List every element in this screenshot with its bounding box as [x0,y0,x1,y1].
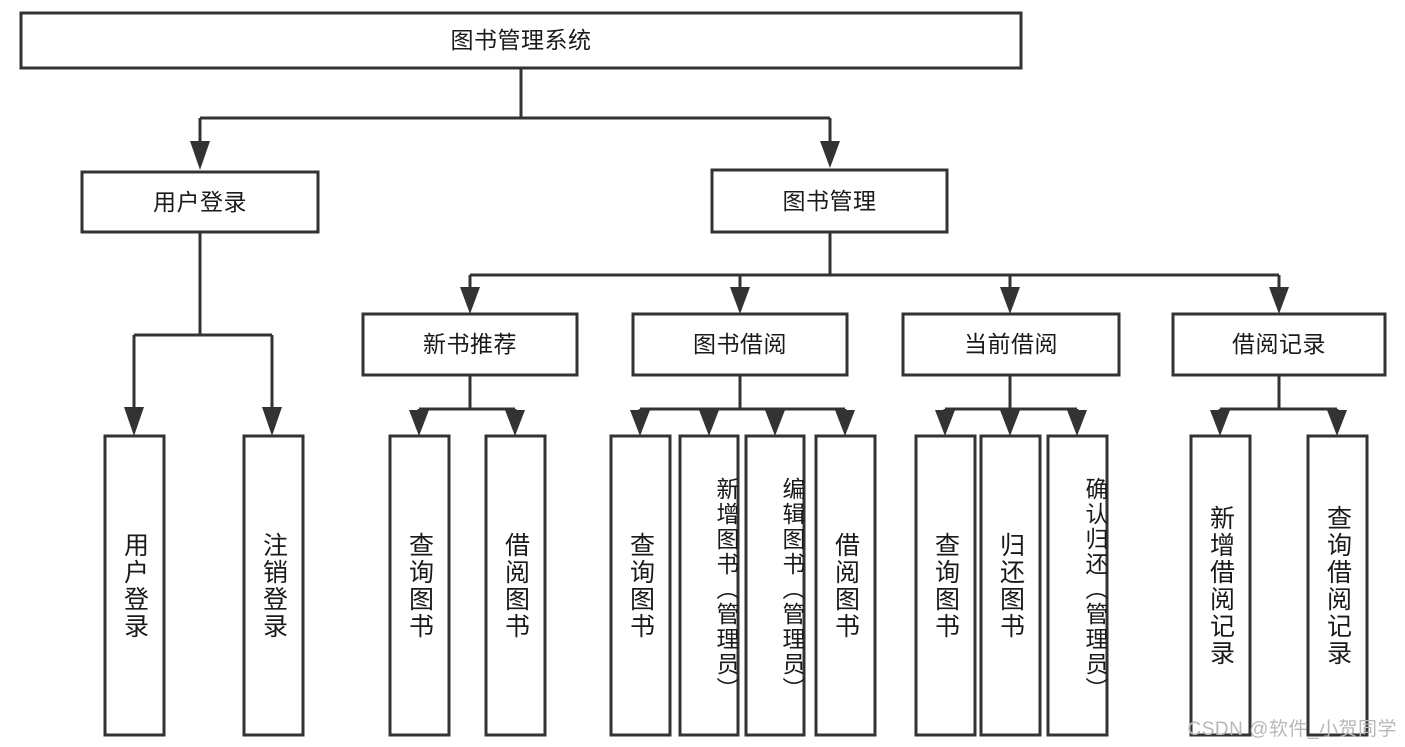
connector-book-management-to-level3 [460,232,1289,314]
arrow-head-current-borrow [1000,287,1020,314]
watermark-text: CSDN @软件_小贺同学 [1187,719,1397,740]
node-box-leaf-6[interactable] [744,434,806,737]
node-box-leaf-4[interactable] [609,434,672,737]
arrow-head-user-login [190,141,210,170]
node-box-leaf-0[interactable] [103,434,166,737]
arrow-head-leaf-8 [935,410,955,436]
arrow-head-leaf-5 [699,410,719,436]
arrow-head-leaf-3 [505,410,525,436]
node-box-root[interactable] [19,11,1023,70]
node-box-leaf-10[interactable] [1046,434,1109,737]
arrow-head-leaf-4 [630,410,650,436]
node-box-leaf-9[interactable] [979,434,1042,737]
connector-borrow-record-to-leaves [1210,375,1347,436]
node-box-leaf-2[interactable] [388,434,451,737]
connector-user-login-to-leaves [124,232,282,436]
arrow-head-leaf-0 [124,407,144,436]
node-box-leaf-12[interactable] [1306,434,1369,737]
arrow-head-leaf-11 [1210,410,1230,436]
arrow-head-leaf-12 [1327,410,1347,436]
connector-root-to-level2 [190,68,840,170]
arrow-head-borrow-record [1269,287,1289,314]
node-box-book-management[interactable] [710,168,949,234]
connector-current-borrow-to-leaves [935,375,1087,436]
arrow-head-book-management [820,141,840,168]
node-box-leaf-3[interactable] [484,434,547,737]
node-box-leaf-7[interactable] [814,434,877,737]
arrow-head-new-book-recommend [460,287,480,314]
arrow-head-leaf-6 [765,410,785,436]
node-box-current-borrow[interactable] [901,312,1121,377]
connector-book-borrow-to-leaves [630,375,855,436]
arrow-head-leaf-7 [835,410,855,436]
node-box-borrow-record[interactable] [1171,312,1387,377]
node-box-leaf-11[interactable] [1189,434,1252,737]
connector-new-book-recommend-to-leaves [409,375,525,436]
node-box-user-login[interactable] [80,170,320,234]
arrow-head-leaf-10 [1067,410,1087,436]
node-box-leaf-5[interactable] [678,434,740,737]
node-box-leaf-1[interactable] [242,434,305,737]
node-box-book-borrow[interactable] [631,312,849,377]
arrow-head-leaf-2 [409,410,429,436]
arrow-head-leaf-9 [1000,410,1020,436]
arrow-head-book-borrow [730,287,750,314]
node-box-leaf-8[interactable] [914,434,977,737]
node-box-new-book-recommend[interactable] [361,312,579,377]
arrow-head-leaf-1 [262,407,282,436]
